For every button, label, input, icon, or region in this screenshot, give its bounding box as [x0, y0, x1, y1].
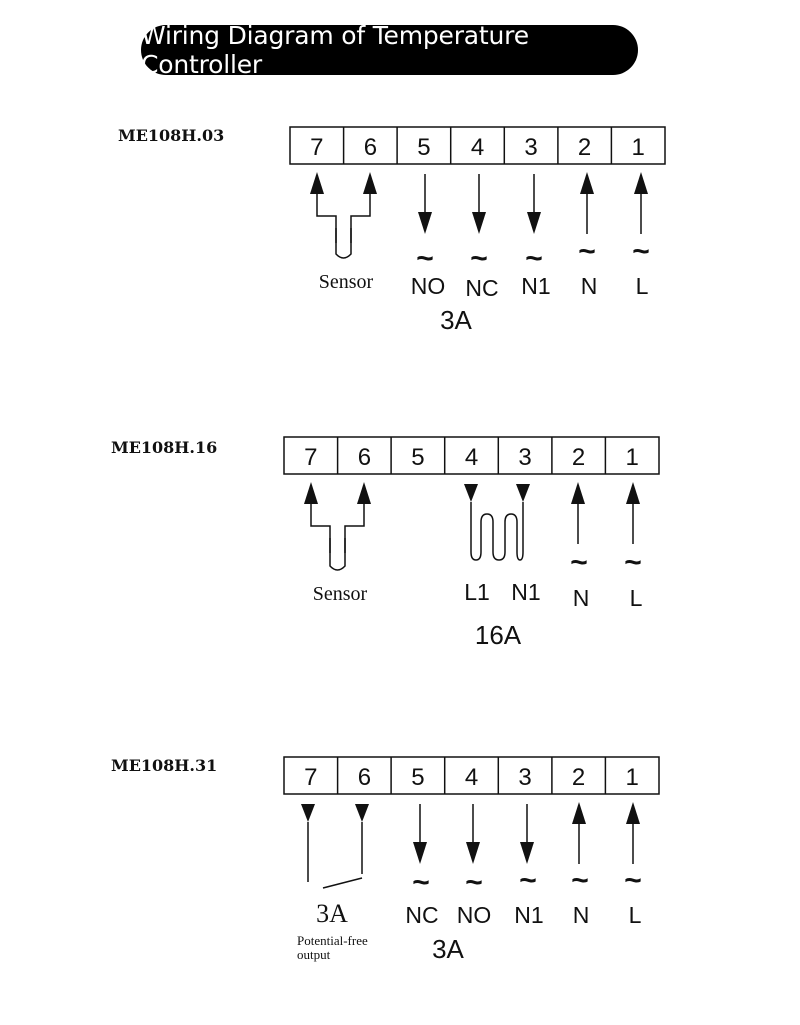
arrow-up-icon: [634, 172, 648, 234]
wiring-diagram-3: 7 6 5 4 3 2 1 ~ ~ ~ ~ ~ 3A Po: [283, 756, 660, 964]
terminal-6: 6: [358, 444, 371, 471]
label-n: N: [573, 585, 590, 611]
ac-symbol-icon: ~: [465, 866, 483, 899]
current-rating: 16A: [475, 620, 522, 650]
terminal-block: [289, 126, 666, 165]
terminal-1: 1: [632, 134, 645, 161]
arrow-down-icon: [413, 804, 427, 864]
label-n1: N1: [521, 273, 550, 299]
label-no: NO: [457, 902, 492, 928]
arrow-up-icon: [310, 172, 324, 194]
sensor-probe-icon: [310, 503, 365, 571]
terminal-7: 7: [310, 134, 323, 161]
arrow-up-icon: [626, 802, 640, 864]
relay-contact-icon: [301, 804, 369, 889]
arrow-up-icon: [571, 482, 585, 544]
terminal-4: 4: [465, 444, 478, 471]
terminal-block: [283, 436, 660, 475]
ac-symbol-icon: ~: [632, 235, 650, 268]
terminal-2: 2: [578, 134, 591, 161]
arrow-down-icon: [527, 174, 541, 234]
terminal-5: 5: [411, 444, 424, 471]
terminal-3: 3: [518, 764, 531, 791]
terminal-3: 3: [518, 444, 531, 471]
label-n1: N1: [514, 902, 543, 928]
arrow-up-icon: [580, 172, 594, 234]
terminal-5: 5: [411, 764, 424, 791]
arrow-up-icon: [363, 172, 377, 194]
label-n1: N1: [511, 579, 540, 605]
terminal-3: 3: [524, 134, 537, 161]
label-n: N: [573, 902, 590, 928]
label-l1: L1: [464, 579, 490, 605]
output-label: output: [297, 947, 331, 962]
ac-symbol-icon: ~: [416, 242, 434, 275]
terminal-7: 7: [304, 444, 317, 471]
arrow-up-icon: [572, 802, 586, 864]
label-nc: NC: [465, 275, 498, 301]
page-title: Wiring Diagram of Temperature Controller: [141, 21, 638, 79]
current-rating: 3A: [432, 934, 464, 964]
terminal-4: 4: [465, 764, 478, 791]
arrow-down-icon: [418, 174, 432, 234]
terminal-2: 2: [572, 764, 585, 791]
terminal-block: [283, 756, 660, 795]
model-label-me108h-31: ME108H.31: [111, 756, 218, 775]
ac-symbol-icon: ~: [624, 546, 642, 579]
label-nc: NC: [405, 902, 438, 928]
label-l: L: [630, 585, 643, 611]
wiring-diagram-2: 7 6 5 4 3 2 1 ~ ~ Sensor L1 N1 N L 16A: [283, 436, 660, 650]
terminal-5: 5: [417, 134, 430, 161]
label-l: L: [636, 273, 649, 299]
ac-symbol-icon: ~: [525, 242, 543, 275]
ac-symbol-icon: ~: [470, 242, 488, 275]
ac-symbol-icon: ~: [570, 546, 588, 579]
terminal-1: 1: [626, 444, 639, 471]
arrow-up-icon: [357, 482, 371, 504]
terminal-2: 2: [572, 444, 585, 471]
label-no: NO: [411, 273, 446, 299]
terminal-1: 1: [626, 764, 639, 791]
current-rating: 3A: [440, 305, 472, 335]
label-l: L: [629, 902, 642, 928]
heating-element-icon: [464, 484, 530, 561]
ac-symbol-icon: ~: [624, 864, 642, 897]
arrow-down-icon: [466, 804, 480, 864]
model-label-me108h-16: ME108H.16: [111, 438, 218, 457]
ac-symbol-icon: ~: [412, 866, 430, 899]
terminal-7: 7: [304, 764, 317, 791]
terminal-4: 4: [471, 134, 484, 161]
arrow-up-icon: [626, 482, 640, 544]
arrow-down-icon: [472, 174, 486, 234]
sensor-label: Sensor: [313, 583, 368, 605]
sensor-probe-icon: [316, 193, 371, 259]
label-n: N: [581, 273, 598, 299]
terminal-6: 6: [364, 134, 377, 161]
sensor-label: Sensor: [319, 271, 374, 293]
arrow-up-icon: [304, 482, 318, 504]
wiring-diagram-1: 7 6 5 4 3 2 1 ~ ~ ~ ~ ~ Se: [289, 126, 666, 335]
ac-symbol-icon: ~: [519, 864, 537, 897]
ac-symbol-icon: ~: [578, 235, 596, 268]
arrow-down-icon: [520, 804, 534, 864]
terminal-6: 6: [358, 764, 371, 791]
contact-rating-label: 3A: [316, 899, 348, 928]
ac-symbol-icon: ~: [571, 864, 589, 897]
potential-free-label: Potential-free: [297, 933, 368, 948]
model-label-me108h-03: ME108H.03: [118, 126, 225, 145]
